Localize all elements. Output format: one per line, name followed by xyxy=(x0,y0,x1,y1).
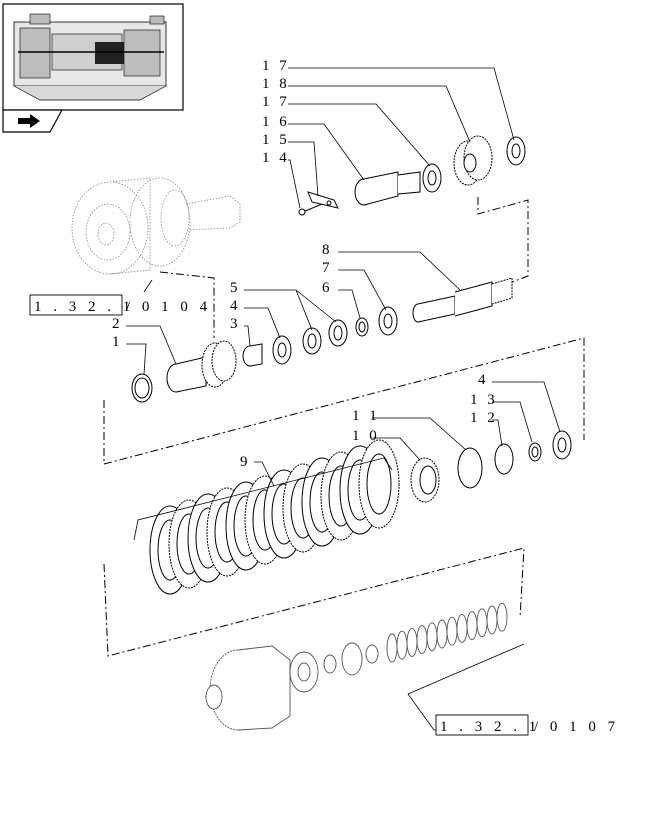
callout-14: 1 4 xyxy=(262,150,290,166)
bracket-ref-bottom xyxy=(407,693,438,731)
callout-13: 1 3 xyxy=(470,392,498,408)
part-3-spacer xyxy=(242,343,263,367)
clutch-spring xyxy=(466,611,478,641)
leader-lines xyxy=(126,67,561,487)
callout-11: 1 1 xyxy=(352,408,380,424)
part-11-snap-ring xyxy=(457,447,483,489)
callout-18: 1 8 xyxy=(262,76,290,92)
callout-6: 6 xyxy=(322,280,333,296)
clutch-spring xyxy=(496,602,508,632)
callout-labels: 1 7 1 8 1 7 1 6 1 5 1 4 8 7 6 5 4 3 2 1 … xyxy=(112,58,498,470)
part-8-main-shaft xyxy=(412,277,513,323)
part-13-washer xyxy=(528,442,542,462)
clutch-spring xyxy=(446,616,458,646)
reference-bottom-suffix: / 0 1 0 7 xyxy=(534,719,619,735)
reference-link-bottom[interactable]: 1 . 3 2 . 1 / 0 1 0 7 xyxy=(435,714,619,736)
clutch-spring xyxy=(476,608,488,638)
part-16-shaft xyxy=(354,171,421,206)
reference-link-top[interactable]: 1 . 3 2 . 1 / 0 1 0 4 xyxy=(29,294,211,316)
clutch-spring xyxy=(396,630,408,660)
part-4-bearing-right xyxy=(552,430,572,460)
clutch-spring xyxy=(436,619,448,649)
callout-12: 1 2 xyxy=(470,410,498,426)
bracket-ref-bottom-2 xyxy=(407,643,525,695)
callout-5: 5 xyxy=(230,280,241,296)
transmission-thumbnail[interactable] xyxy=(2,3,184,111)
callout-2: 2 xyxy=(112,316,123,332)
part-7-bearing xyxy=(378,306,398,336)
bracket-part-9 xyxy=(133,457,393,541)
part-17-bearing-right xyxy=(506,136,526,166)
clutch-spring xyxy=(426,622,438,652)
reference-top-code: 1 . 3 2 . 1 xyxy=(34,299,134,315)
reference-bottom-code: 1 . 3 2 . 1 xyxy=(440,719,540,735)
clutch-spring xyxy=(486,605,498,635)
part-4-bearing xyxy=(272,335,292,365)
part-5-thrust-washers xyxy=(302,319,348,355)
phantom-line-housing xyxy=(159,271,215,338)
part-15-tab-washer xyxy=(307,191,339,209)
callout-8: 8 xyxy=(322,242,333,258)
callout-17b: 1 7 xyxy=(262,94,290,110)
callout-1: 1 xyxy=(112,334,123,350)
callout-17a: 1 7 xyxy=(262,58,290,74)
callout-10: 1 0 xyxy=(352,428,380,444)
part-10-ring-gear xyxy=(410,457,440,503)
reference-top-suffix: / 0 1 0 4 xyxy=(126,299,211,315)
callout-3: 3 xyxy=(230,316,241,332)
callout-9: 9 xyxy=(240,454,251,470)
clutch-spring xyxy=(416,625,428,655)
callout-4a: 4 xyxy=(230,298,241,314)
part-17-bearing-left xyxy=(422,163,442,193)
clutch-spring xyxy=(386,633,398,663)
lower-clutch-assembly-ghost xyxy=(205,602,508,731)
phantom-line-top-shaft xyxy=(477,197,529,283)
phantom-line-middle xyxy=(103,337,585,465)
clutch-plate-inner xyxy=(366,453,392,515)
transmission-cutaway-icon xyxy=(13,13,167,101)
part-2-gear-hub xyxy=(166,340,237,393)
callout-7: 7 xyxy=(322,260,333,276)
callout-15: 1 5 xyxy=(262,132,290,148)
part-12-snap-ring xyxy=(494,443,514,475)
part-9-clutch-plates xyxy=(149,439,400,595)
clutch-spring xyxy=(456,613,468,643)
callout-16: 1 6 xyxy=(262,114,290,130)
next-page-arrow-icon[interactable] xyxy=(2,109,64,133)
part-6-washer xyxy=(355,317,369,337)
part-18-gear xyxy=(453,135,493,186)
phantom-line-clutch xyxy=(103,547,525,657)
callout-4b: 4 xyxy=(478,372,489,388)
clutch-spring xyxy=(406,627,418,657)
part-14-pin xyxy=(298,203,323,216)
housing-assembly-ghost xyxy=(71,177,241,275)
part-1-snap-ring xyxy=(131,373,153,403)
